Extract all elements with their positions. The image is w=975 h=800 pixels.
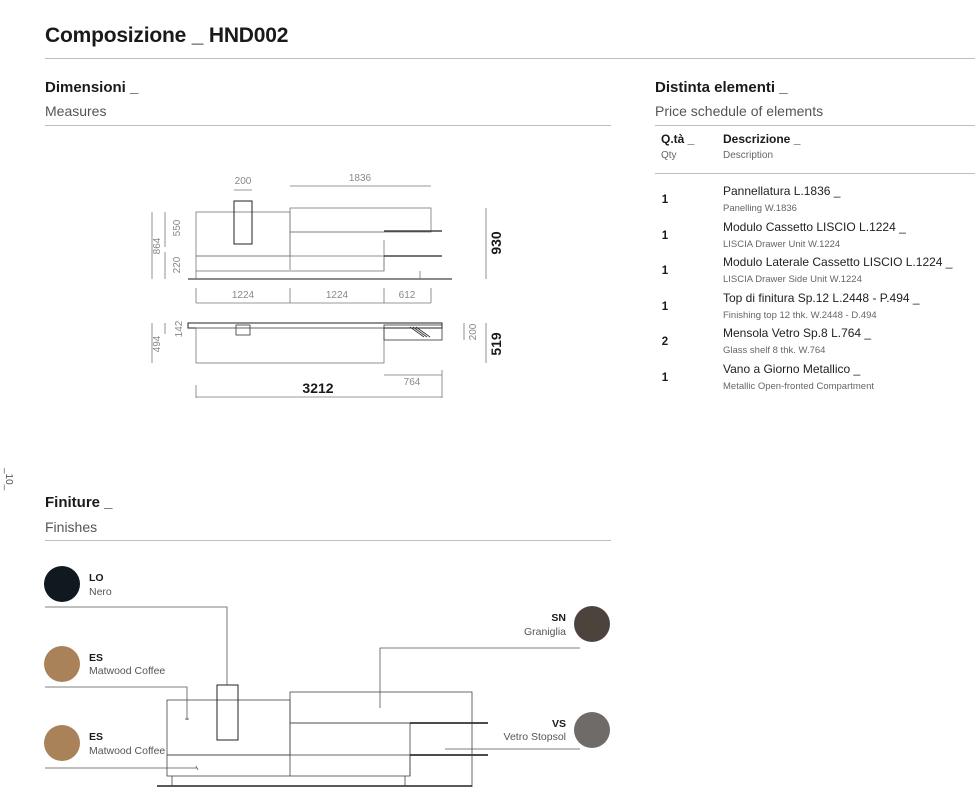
page-number: _10_ [3,468,14,491]
row-desc: Modulo Cassetto LISCIO L.1224 _ [723,220,906,234]
finish-name: Matwood Coffee [89,665,166,677]
dimensions-subheading: Measures [45,103,107,119]
dim-label-864: 864 [152,237,163,254]
row-desc-en: Metallic Open-fronted Compartment [723,381,875,392]
finishes-panel-right [289,691,473,724]
col-header-desc-sub: Description [723,150,774,161]
col-header-desc: Descrizione _ [723,132,801,146]
dim-label-3212: 3212 [302,380,333,396]
dimensions-divider [45,125,611,126]
dim-label-200: 200 [235,176,252,187]
dim-label-1836: 1836 [349,173,372,184]
finishes-drawing [45,606,580,787]
front-column [233,200,253,245]
row-desc: Modulo Laterale Cassetto LISCIO L.1224 _ [723,255,953,269]
dim-label-764: 764 [404,377,421,388]
finish-swatch-lo [44,566,80,602]
row-qty: 1 [661,265,669,277]
row-desc: Pannellatura L.1836 _ [723,184,841,198]
front-panel-left [195,211,291,257]
col-header-qty: Q.tà _ [661,132,695,146]
dim-label-550: 550 [172,219,183,236]
page-title: Composizione _ HND002 [45,24,289,47]
finish-swatch-es-2 [44,725,80,761]
dim-label-1224b: 1224 [326,290,349,301]
row-qty: 2 [661,336,669,348]
plan-cabinet [195,327,385,364]
schedule-header-divider [655,173,975,174]
front-panel-right [289,207,432,233]
schedule-heading: Distinta elementi _ [655,79,788,96]
finish-name: Vetro Stopsol [503,731,566,743]
finish-name: Graniglia [523,626,566,638]
row-qty: 1 [661,194,669,206]
finishes-subheading: Finishes [45,519,98,535]
schedule-subheading: Price schedule of elements [655,103,824,119]
plan-glass-shelf [383,324,443,341]
row-qty: 1 [661,372,669,384]
finishes-panel-left [166,699,291,756]
finish-swatch-sn [574,606,610,642]
finishes-drawer-unit [166,754,411,777]
row-desc: Mensola Vetro Sp.8 L.764 _ [723,326,872,340]
finish-swatch-es-1 [44,646,80,682]
finishes-heading: Finiture _ [45,494,113,511]
dimensions-drawing: 200 1836 550 864 220 1224 1224 612 142 4… [151,173,504,398]
finish-name: Nero [89,586,112,598]
dim-label-612: 612 [399,290,416,301]
row-desc-en: Panelling W.1836 [723,203,797,214]
finish-code: LO [89,572,104,584]
finish-name: Matwood Coffee [89,745,166,757]
finish-code: ES [89,731,104,743]
dim-label-1224a: 1224 [232,290,255,301]
finish-code: VS [551,718,566,730]
dim-label-142: 142 [174,320,185,337]
finishes-column [216,684,239,741]
row-qty: 1 [661,301,669,313]
dim-label-200-depth: 200 [468,323,479,340]
dim-label-930: 930 [488,231,504,255]
col-header-qty-sub: Qty [661,150,677,161]
finish-swatch-vs [574,712,610,748]
finish-code: SN [551,612,566,624]
plan-top [187,322,443,329]
row-desc-en: LISCIA Drawer Side Unit W.1224 [723,274,862,285]
row-desc-en: Finishing top 12 thk. W.2448 - D.494 [723,310,877,321]
plan-column [235,324,251,336]
finishes-divider [45,540,611,541]
row-desc-en: Glass shelf 8 thk. W.764 [723,345,826,356]
title-divider [45,58,975,59]
row-desc: Vano a Giorno Metallico _ [723,362,861,376]
dimensions-heading: Dimensioni _ [45,79,139,96]
row-desc: Top di finitura Sp.12 L.2448 - P.494 _ [723,291,920,305]
dim-label-494: 494 [152,335,163,352]
finish-code: ES [89,652,104,664]
dim-label-519: 519 [488,332,504,356]
schedule-divider [655,125,975,126]
row-qty: 1 [661,230,669,242]
row-desc-en: LISCIA Drawer Unit W.1224 [723,239,841,250]
dim-label-220: 220 [172,256,183,273]
